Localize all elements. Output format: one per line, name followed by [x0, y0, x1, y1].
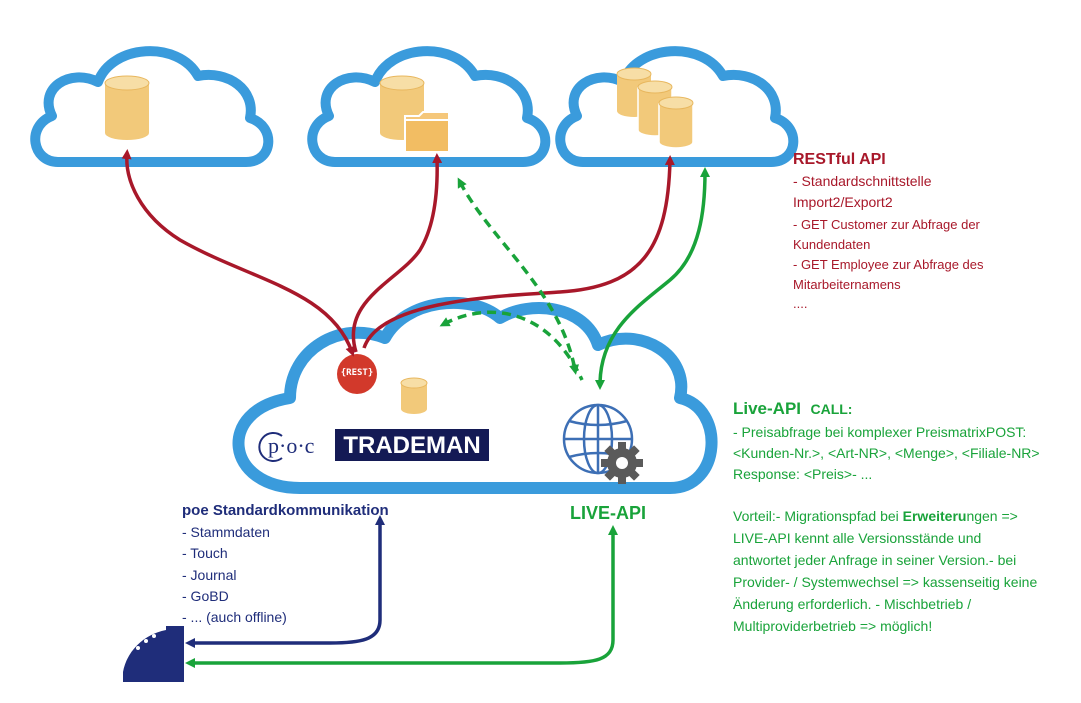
pos-terminal-icon [123, 626, 184, 682]
rest-badge-icon [337, 354, 377, 394]
database-icon [400, 377, 428, 414]
restful-api-line: Kundendaten [793, 237, 871, 252]
vorteil-line: Multiproviderbetrieb => möglich! [733, 618, 933, 634]
restful-api-line: - Standardschnittstelle [793, 173, 932, 189]
poe-item: - ... (auch offline) [182, 609, 287, 625]
live-api-call-line: - Preisabfrage bei komplexer Preismatrix… [733, 424, 1027, 440]
database-icon [104, 75, 150, 140]
live-api-label: LIVE-API [570, 503, 647, 523]
vorteil-line: Vorteil:- Migrationspfad bei Erweiterung… [733, 508, 1018, 526]
vorteil-line: LIVE-API kennt alle Versionsstände und [733, 530, 982, 546]
live-api-arrow [595, 167, 710, 390]
poe-item: - Stammdaten [182, 524, 270, 540]
live-api-call-title: Live-API CALL: [733, 398, 852, 419]
restful-api-line: Import2/Export2 [793, 194, 893, 210]
restful-api-title: RESTful API [793, 151, 886, 168]
vorteil-line: Provider- / Systemwechsel => kassenseiti… [733, 574, 1038, 590]
database-icon [658, 96, 694, 149]
folder-icon [404, 111, 450, 153]
rest-badge-label: {REST} [340, 368, 374, 378]
restful-api-line: .... [793, 296, 808, 311]
live-api-call-line: Response: <Preis>- ... [733, 466, 873, 482]
vorteil-text: ngen => [966, 508, 1018, 524]
cloud-1 [35, 51, 268, 162]
restful-api-line: - GET Customer zur Abfrage der [793, 217, 980, 232]
live-api-call-title-text: Live-API [733, 399, 802, 418]
trademan-logo [258, 429, 489, 462]
gear-icon [601, 442, 643, 484]
poc-logo-text: p·o·c [268, 433, 315, 458]
vorteil-line: Änderung erforderlich. - Mischbetrieb / [733, 596, 972, 612]
live-api-call-label: CALL: [810, 401, 853, 417]
restful-api-line: Mitarbeiternamens [793, 277, 901, 292]
poe-title: poe Standardkommunikation [182, 502, 389, 519]
poe-item: - GoBD [182, 588, 229, 604]
live-api-pos-arrow [185, 525, 618, 668]
green-dashed-arrows [439, 177, 584, 381]
live-api-call-line: <Kunden-Nr.>, <Art-NR>, <Menge>, <Filial… [733, 445, 1040, 461]
poe-item: - Journal [182, 567, 237, 583]
vorteil-line: antwortet jeder Anfrage in seiner Versio… [733, 552, 1017, 568]
globe-icon [562, 403, 634, 475]
restful-api-line: - GET Employee zur Abfrage des [793, 257, 984, 272]
vorteil-text: Vorteil:- Migrationspfad bei [733, 508, 903, 524]
poe-item: - Touch [182, 545, 228, 561]
trademan-logo-text: TRADEMAN [343, 432, 481, 459]
vorteil-bold: Erweiteru [902, 508, 967, 524]
